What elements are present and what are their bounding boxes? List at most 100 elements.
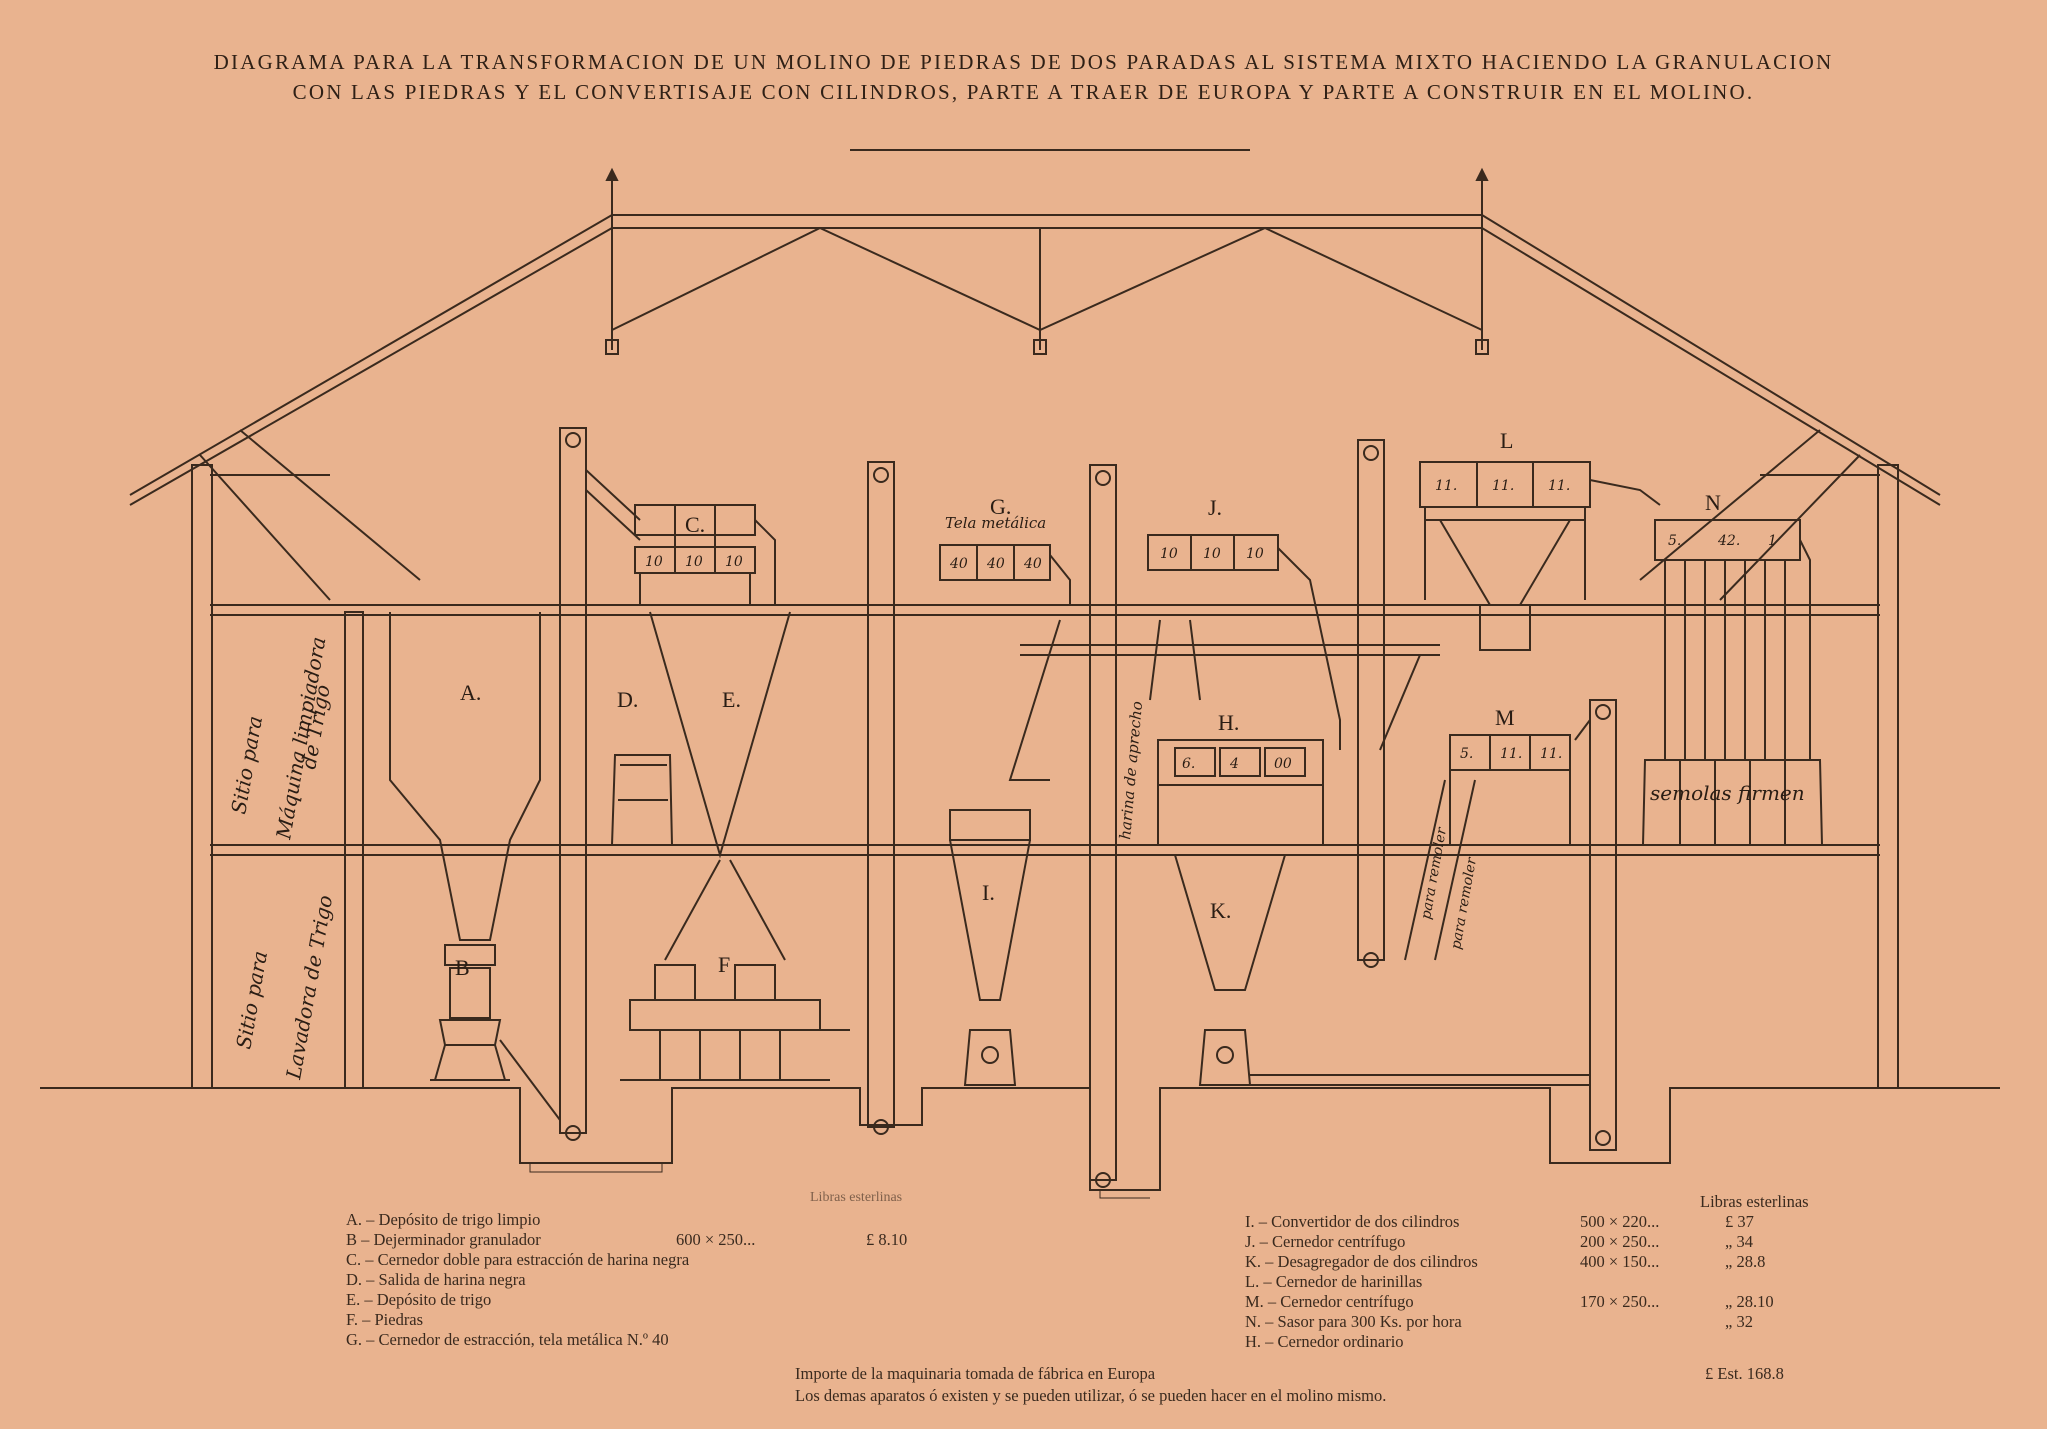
title-line-2: CON LAS PIEDRAS Y EL CONVERTISAJE CON CI… xyxy=(292,80,1755,104)
hopper-a xyxy=(389,612,541,1081)
legend-left-header: Libras esterlinas xyxy=(810,1190,903,1205)
m-box-3: 11. xyxy=(1540,746,1562,762)
total-line-text: Importe de la maquinaria tomada de fábri… xyxy=(795,1364,1156,1383)
walls xyxy=(191,464,1899,1089)
c-box-1: 10 xyxy=(645,554,663,570)
label-l: L xyxy=(1500,428,1513,453)
l-box-3: 11. xyxy=(1548,478,1570,494)
ground xyxy=(40,1087,2000,1199)
l-box-2: 11. xyxy=(1492,478,1514,494)
note-para-remoler-1: para remoler xyxy=(1418,825,1450,921)
n-box-2: 42. xyxy=(1717,533,1740,549)
legend-right-key: J. – Cernedor centrífugo xyxy=(1245,1232,1406,1251)
elevator-3 xyxy=(1089,464,1117,1188)
bag-d xyxy=(610,754,674,846)
elevator-4 xyxy=(1357,439,1385,968)
legend-right-price: „ 34 xyxy=(1725,1232,1753,1251)
legend-right-key: M. – Cernedor centrífugo xyxy=(1245,1292,1414,1311)
note-tela-metalica: Tela metálica xyxy=(945,514,1046,532)
label-k: K. xyxy=(1210,898,1231,923)
legend-left-row: G. – Cernedor de estracción, tela metáli… xyxy=(346,1330,966,1350)
l-box-1: 11. xyxy=(1435,478,1457,494)
platform-brace xyxy=(1379,654,1421,751)
label-i: I. xyxy=(982,880,995,905)
legend-left-row: B – Dejerminador granulador 600 × 250... £… xyxy=(346,1230,966,1250)
legend-left-row: F. – Piedras xyxy=(346,1310,966,1330)
label-e: E. xyxy=(722,687,741,712)
legend-left: A. – Depósito de trigo limpio B – Dejerm… xyxy=(346,1210,966,1350)
sieve-j xyxy=(1147,534,1341,750)
legend-right-price: „ 32 xyxy=(1725,1312,1753,1331)
legend-right-price: £ 37 xyxy=(1725,1212,1754,1231)
h-box-1: 6. xyxy=(1182,756,1195,772)
legend-right-spec: 500 × 220... xyxy=(1580,1212,1660,1231)
n-box-1: 5. xyxy=(1668,533,1681,549)
elevator-5 xyxy=(1589,699,1617,1151)
j-box-3: 10 xyxy=(1246,546,1264,562)
note-sitio-para-1: Sitio para xyxy=(226,714,267,816)
roof-truss xyxy=(129,167,1941,601)
sieve-g xyxy=(939,544,1071,781)
stones-f xyxy=(620,964,850,1081)
c-box-2: 10 xyxy=(685,554,703,570)
hopper-e xyxy=(649,611,791,961)
legend-left-row: D. – Salida de harina negra xyxy=(346,1270,966,1290)
m-box-1: 5. xyxy=(1460,746,1473,762)
c-box-3: 10 xyxy=(725,554,743,570)
sieve-c xyxy=(634,504,776,605)
note-line: Los demas aparatos ó existen y se pueden… xyxy=(795,1386,1387,1405)
elevator-2 xyxy=(867,461,895,1135)
converter-i xyxy=(949,809,1031,1086)
middle-floor xyxy=(210,844,1880,856)
total-line-amount: £ Est. 168.8 xyxy=(1705,1364,1784,1383)
label-a: A. xyxy=(460,680,481,705)
h-box-3: 00 xyxy=(1274,756,1292,772)
legend-right-row: L. – Cernedor de harinillas xyxy=(1245,1272,1865,1292)
legend-left-row: E. – Depósito de trigo xyxy=(346,1290,966,1310)
legend-right-key: K. – Desagregador de dos cilindros xyxy=(1245,1252,1478,1271)
label-m: M xyxy=(1495,705,1515,730)
legend-left-price: £ 8.10 xyxy=(866,1230,908,1249)
legend-left-row: C. – Cernedor doble para estracción de h… xyxy=(346,1250,966,1270)
sieve-l xyxy=(1419,461,1661,651)
label-b: B xyxy=(455,955,470,980)
legend-left-key: F. – Piedras xyxy=(346,1310,424,1329)
legend-right-spec: 400 × 150... xyxy=(1580,1252,1660,1271)
title-line-1: DIAGRAMA PARA LA TRANSFORMACION DE UN MO… xyxy=(213,50,1834,74)
legend-right-key: L. – Cernedor de harinillas xyxy=(1245,1272,1423,1291)
sasor-n xyxy=(1654,519,1811,760)
j-box-2: 10 xyxy=(1203,546,1221,562)
legend-left-key: G. – Cernedor de estracción, tela metáli… xyxy=(346,1330,669,1349)
legend-left-key: E. – Depósito de trigo xyxy=(346,1290,492,1309)
upper-floor xyxy=(210,604,1880,656)
m-box-2: 11. xyxy=(1500,746,1522,762)
h-box-2: 4 xyxy=(1229,756,1239,772)
legend-right-header: Libras esterlinas xyxy=(1700,1192,1809,1211)
legend-left-key: D. – Salida de harina negra xyxy=(346,1270,526,1289)
label-h: H. xyxy=(1218,710,1239,735)
label-c: C. xyxy=(685,512,705,537)
label-f: F xyxy=(718,952,730,977)
label-n: N xyxy=(1705,490,1721,515)
legend-left-row: A. – Depósito de trigo limpio xyxy=(346,1210,966,1230)
semolas-bags xyxy=(1641,759,1824,846)
sieve-h xyxy=(1157,739,1324,845)
legend-right-row: N. – Sasor para 300 Ks. por hora „ 32 xyxy=(1245,1312,1865,1332)
legend-left-key: B – Dejerminador granulador xyxy=(346,1230,541,1249)
legend-right-row: H. – Cernedor ordinario xyxy=(1245,1332,1865,1352)
g-box-2: 40 xyxy=(986,556,1005,572)
legend-left-spec: 600 × 250... xyxy=(676,1230,756,1249)
legend-right-price: „ 28.10 xyxy=(1725,1292,1774,1311)
note-sitio-para-2: Sitio para xyxy=(231,949,272,1051)
legend-right-row: I. – Convertidor de dos cilindros 500 × 2… xyxy=(1245,1212,1865,1232)
n-box-3: 1 xyxy=(1768,533,1777,549)
legend-right-key: N. – Sasor para 300 Ks. por hora xyxy=(1245,1312,1462,1331)
disaggregator-k xyxy=(1174,854,1591,1086)
legend-right: I. – Convertidor de dos cilindros 500 × 2… xyxy=(1245,1212,1865,1352)
j-box-1: 10 xyxy=(1160,546,1178,562)
legend-right-key: I. – Convertidor de dos cilindros xyxy=(1245,1212,1460,1231)
note-harina-de-aprecho: harina de aprecho xyxy=(1116,700,1146,840)
